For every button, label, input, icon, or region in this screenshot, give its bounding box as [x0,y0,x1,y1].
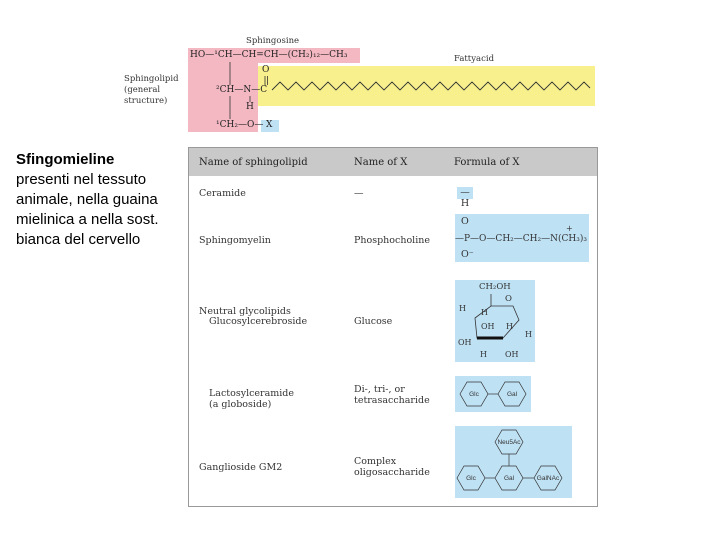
glucose-box: CH₂OH O H H OH H H OH H OH [455,280,535,362]
sphingolipid-table: Name of sphingolipid Name of X Formula o… [188,147,598,507]
phosphocholine-box: O + —P—O—CH₂—CH₂—N(CH₃)₃ O⁻ [455,214,589,262]
row-lactosyl-name: Lactosylceramide [209,388,295,399]
glucose-h5: H [480,350,487,359]
fattyacid-label: Fattyacid [454,54,495,64]
hexagon-gal [497,381,527,407]
row-gm2-name: Ganglioside GM2 [199,462,283,473]
row-gm2-x: Complex [354,456,397,467]
glucose-ring [474,294,520,340]
hexagon-neu5ac [494,429,524,455]
row-gm2-x2: oligosaccharide [354,467,430,478]
gm2-hexagons: Neu5Ac Glc Gal GalNAc [456,429,563,491]
sphingolipid-structure: Sphingosine Fattyacid Sphingolipid (gene… [120,30,600,135]
structure-label: structure) [124,96,168,106]
caption: Sfingomieline presenti nel tessuto anima… [16,150,191,250]
phosphocholine-formula: —P—O—CH₂—CH₂—N(CH₃)₃ [455,234,587,244]
glucose-h1: H [459,304,466,313]
glucose-oh2: OH [458,338,472,347]
row-glycolipids-x: Glucose [354,316,393,327]
phosphocholine-o-top: O [461,216,469,227]
general-label: (general [124,85,161,95]
hexagon-galnac [533,465,563,491]
sphingosine-label: Sphingosine [246,36,300,46]
header-formula: Formula of X [454,157,520,168]
row-lactosyl-name2: (a globoside) [209,399,272,410]
glucose-oh3: OH [505,350,519,359]
fattyacid-highlight [258,66,595,106]
table-header: Name of sphingolipid Name of X Formula o… [189,148,597,176]
row-glycolipids-name2: Glucosylcerebroside [209,316,308,327]
c1-group: ¹CH₂—O— [216,120,264,130]
sphingosine-chain: HO—¹CH—CH=CH—(CH₂)₁₂—CH₃ [190,50,348,60]
glucose-oh1: OH [481,322,495,331]
glucose-h2: H [481,308,488,317]
disaccharide-hexagons: Glc Gal [459,381,527,407]
fattyacid-zigzag [271,81,591,91]
glucose-ch2oh: CH₂OH [479,282,511,292]
glucose-h3: H [506,322,513,331]
c2-group: ²CH—N—C [216,85,268,95]
glucose-o: O [505,294,512,304]
row-lactosyl-x: Di-, tri-, or [354,384,405,395]
sphingolipid-label: Sphingolipid [124,74,179,84]
disaccharide-box: Glc Gal [455,376,531,412]
x-label: X [266,120,273,130]
row-sphingomyelin-name: Sphingomyelin [199,235,271,246]
hex-label-gal: Gal [507,391,518,398]
hex-label-gal2: Gal [504,475,515,482]
hex-label-glc2: Glc [466,475,477,482]
row-lactosyl-x2: tetrasaccharide [354,395,430,406]
phosphocholine-plus: + [566,224,573,233]
hex-label-neu5ac: Neu5Ac [497,439,521,446]
hex-label-galnac: GalNAc [537,475,560,482]
sphingosine-backbone-highlight [188,48,258,132]
row-ceramide-x: — [354,188,364,199]
phosphocholine-o-bottom: O⁻ [461,249,474,260]
header-x: Name of X [354,157,408,168]
structure-bonds [229,62,591,119]
caption-text: presenti nel tessuto animale, nella guai… [16,171,159,248]
row-sphingomyelin-x: Phosphocholine [354,235,430,246]
row-ceramide-name: Ceramide [199,188,246,199]
x-highlight [261,120,279,132]
hex-label-glc: Glc [469,391,480,398]
carbonyl-o: O [262,65,270,75]
caption-title: Sfingomieline [16,151,115,168]
row-glycolipids-name: Neutral glycolipids [199,306,291,317]
row-ceramide-formula: —H [457,187,473,209]
amide-h: H [246,102,254,112]
glucose-h4: H [525,330,532,339]
header-name: Name of sphingolipid [199,157,308,168]
oligosaccharide-box: Neu5Ac Glc Gal GalNAc [455,426,572,498]
